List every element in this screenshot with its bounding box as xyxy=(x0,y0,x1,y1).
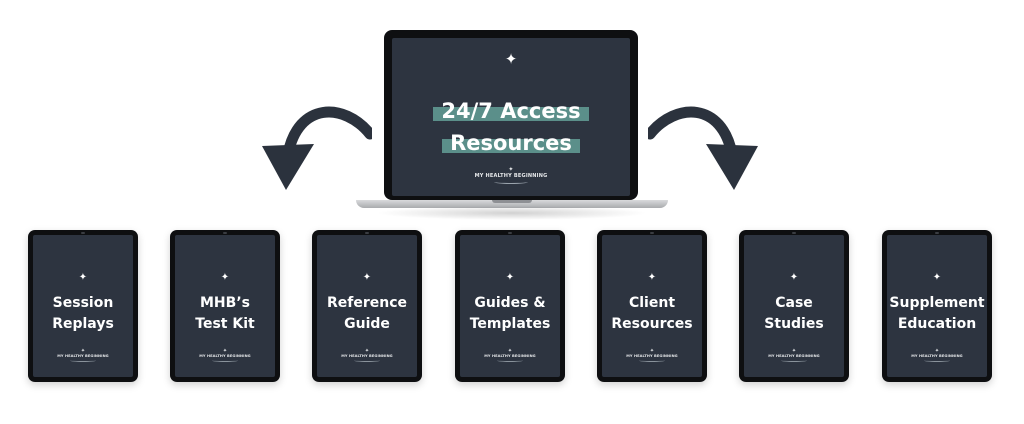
resource-title-line-2: Resources xyxy=(611,316,693,332)
brand-logo-text: MY HEALTHY BEGINNING xyxy=(484,354,536,358)
laptop-mockup: ✦ 24/7 Access Resources ✦ MY HEALTHY BEG… xyxy=(356,28,668,220)
tablet-camera xyxy=(935,232,939,234)
sparkle-icon: ✦ xyxy=(504,50,518,68)
sparkle-icon: ✦ xyxy=(78,272,88,283)
tablet-screen: ✦ Guides & Templates ✦ MY HEALTHY BEGINN… xyxy=(460,235,560,377)
tablet-camera xyxy=(365,232,369,234)
sparkle-icon: ✦ xyxy=(362,272,372,283)
resource-title: Session Replays xyxy=(33,293,133,335)
hero-title-line-1: 24/7 Access xyxy=(392,98,630,124)
logo-swoosh xyxy=(494,180,528,184)
sparkle-icon: ✦ xyxy=(932,272,942,283)
brand-logo: ✦ MY HEALTHY BEGINNING xyxy=(33,349,133,362)
logo-sparkle-icon: ✦ xyxy=(507,348,513,354)
brand-logo: ✦ MY HEALTHY BEGINNING xyxy=(887,349,987,362)
logo-sparkle-icon: ✦ xyxy=(364,348,370,354)
logo-swoosh xyxy=(924,359,950,362)
tablet-screen: ✦ Case Studies ✦ MY HEALTHY BEGINNING xyxy=(744,235,844,377)
brand-logo: ✦ MY HEALTHY BEGINNING xyxy=(175,349,275,362)
resource-title: MHB’s Test Kit xyxy=(175,293,275,335)
resource-title-line-1: Guides & xyxy=(474,295,546,311)
sparkle-icon: ✦ xyxy=(505,272,515,283)
hero-title-line-2: Resources xyxy=(392,130,630,156)
brand-logo: ✦ MY HEALTHY BEGINNING xyxy=(744,349,844,362)
logo-swoosh xyxy=(497,359,523,362)
resource-title-line-2: Studies xyxy=(764,316,824,332)
resource-title-line-2: Education xyxy=(897,316,977,332)
resource-title-line-1: Supplement xyxy=(889,295,985,311)
resource-title-line-1: Session xyxy=(52,295,114,311)
logo-swoosh xyxy=(212,359,238,362)
brand-logo-text: MY HEALTHY BEGINNING xyxy=(768,354,820,358)
brand-logo-text: MY HEALTHY BEGINNING xyxy=(341,354,393,358)
resource-title-line-1: Reference xyxy=(326,295,408,311)
tablet-screen: ✦ Session Replays ✦ MY HEALTHY BEGINNING xyxy=(33,235,133,377)
resource-title: Supplement Education xyxy=(887,293,987,335)
brand-logo-text: MY HEALTHY BEGINNING xyxy=(57,354,109,358)
resource-title: Client Resources xyxy=(602,293,702,335)
brand-logo: ✦ MY HEALTHY BEGINNING xyxy=(392,166,630,184)
tablet-camera xyxy=(223,232,227,234)
logo-sparkle-icon: ✦ xyxy=(80,348,86,354)
laptop-lid: ✦ 24/7 Access Resources ✦ MY HEALTHY BEG… xyxy=(384,30,638,200)
sparkle-icon: ✦ xyxy=(647,272,657,283)
tablet-screen: ✦ Supplement Education ✦ MY HEALTHY BEGI… xyxy=(887,235,987,377)
resource-title-line-1: Client xyxy=(628,295,676,311)
tablet-screen: ✦ MHB’s Test Kit ✦ MY HEALTHY BEGINNING xyxy=(175,235,275,377)
sparkle-icon: ✦ xyxy=(220,272,230,283)
tablet-camera xyxy=(792,232,796,234)
laptop-notch xyxy=(492,200,532,203)
logo-sparkle-icon: ✦ xyxy=(934,348,940,354)
logo-sparkle-icon: ✦ xyxy=(508,166,514,173)
resource-tablet-supplement-education: ✦ Supplement Education ✦ MY HEALTHY BEGI… xyxy=(882,230,992,382)
resource-tablet-session-replays: ✦ Session Replays ✦ MY HEALTHY BEGINNING xyxy=(28,230,138,382)
resource-tablet-guides-templates: ✦ Guides & Templates ✦ MY HEALTHY BEGINN… xyxy=(455,230,565,382)
resource-title-line-2: Test Kit xyxy=(195,316,255,332)
resource-tablet-reference-guide: ✦ Reference Guide ✦ MY HEALTHY BEGINNING xyxy=(312,230,422,382)
sparkle-icon: ✦ xyxy=(789,272,799,283)
tablet-screen: ✦ Client Resources ✦ MY HEALTHY BEGINNIN… xyxy=(602,235,702,377)
resource-title: Reference Guide xyxy=(317,293,417,335)
laptop-screen: ✦ 24/7 Access Resources ✦ MY HEALTHY BEG… xyxy=(392,38,630,196)
logo-swoosh xyxy=(354,359,380,362)
resource-tablet-client-resources: ✦ Client Resources ✦ MY HEALTHY BEGINNIN… xyxy=(597,230,707,382)
logo-sparkle-icon: ✦ xyxy=(649,348,655,354)
resource-title-line-1: MHB’s xyxy=(200,295,250,311)
laptop-shadow xyxy=(376,206,648,220)
tablet-camera xyxy=(508,232,512,234)
tablet-camera xyxy=(81,232,85,234)
resource-title-line-2: Replays xyxy=(52,316,114,332)
tablet-screen: ✦ Reference Guide ✦ MY HEALTHY BEGINNING xyxy=(317,235,417,377)
resource-tablet-test-kit: ✦ MHB’s Test Kit ✦ MY HEALTHY BEGINNING xyxy=(170,230,280,382)
curved-arrow-down-left-icon xyxy=(262,106,372,190)
logo-swoosh xyxy=(639,359,665,362)
resource-title-line-2: Guide xyxy=(344,316,390,332)
resource-title-line-2: Templates xyxy=(469,316,551,332)
curved-arrow-down-right-icon xyxy=(648,106,758,190)
resource-title-line-1: Case xyxy=(775,295,813,311)
brand-logo: ✦ MY HEALTHY BEGINNING xyxy=(460,349,560,362)
resource-title: Case Studies xyxy=(744,293,844,335)
brand-logo: ✦ MY HEALTHY BEGINNING xyxy=(317,349,417,362)
brand-logo: ✦ MY HEALTHY BEGINNING xyxy=(602,349,702,362)
resource-title: Guides & Templates xyxy=(460,293,560,335)
logo-swoosh xyxy=(70,359,96,362)
brand-logo-text: MY HEALTHY BEGINNING xyxy=(199,354,251,358)
brand-logo-text: MY HEALTHY BEGINNING xyxy=(626,354,678,358)
logo-sparkle-icon: ✦ xyxy=(791,348,797,354)
laptop-base xyxy=(356,200,668,208)
resource-tablet-case-studies: ✦ Case Studies ✦ MY HEALTHY BEGINNING xyxy=(739,230,849,382)
brand-logo-text: MY HEALTHY BEGINNING xyxy=(911,354,963,358)
logo-swoosh xyxy=(781,359,807,362)
logo-sparkle-icon: ✦ xyxy=(222,348,228,354)
tablet-camera xyxy=(650,232,654,234)
brand-logo-text: MY HEALTHY BEGINNING xyxy=(474,173,548,179)
